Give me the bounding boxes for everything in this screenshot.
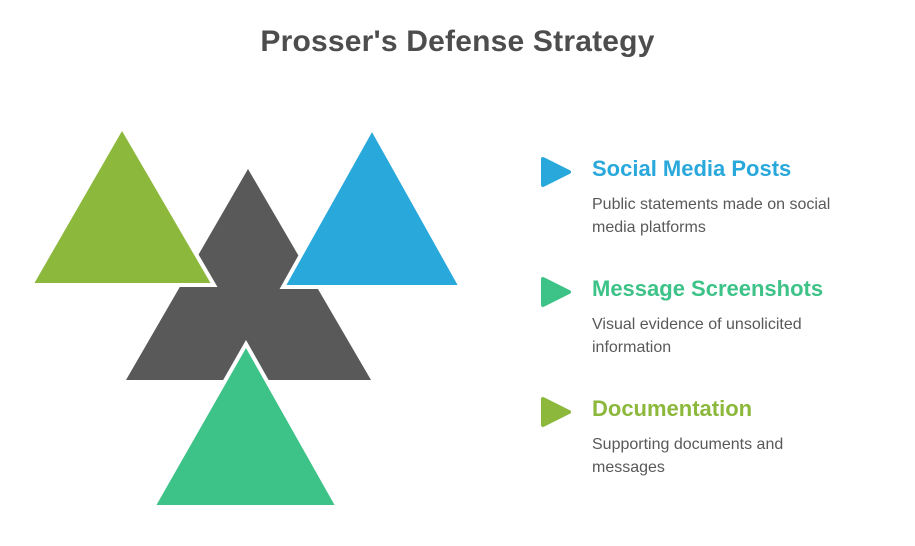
legend-item-documentation: Documentation Supporting documents and m…: [540, 394, 847, 479]
center-triangle-shape: [126, 169, 371, 380]
legend-item-message-screenshots: Message Screenshots Visual evidence of u…: [540, 274, 847, 359]
page-title: Prosser's Defense Strategy: [260, 25, 655, 58]
message-screenshots-triangle-shape: [149, 339, 342, 509]
right-arrow-icon: [541, 157, 571, 187]
legend-item-label: Documentation: [592, 396, 753, 421]
legend-item-label: Message Screenshots: [592, 276, 824, 301]
legend-item-description: Public statements made on social media p…: [592, 196, 831, 236]
legend-item-social-media-posts: Social Media Posts Public statements mad…: [540, 154, 847, 239]
legend-item-description: Visual evidence of unsolicited informati…: [592, 316, 802, 356]
triangle-diagram: [27, 123, 465, 509]
documentation-triangle-shape: [27, 123, 218, 287]
right-arrow-icon: [541, 397, 571, 427]
legend-item-text: Documentation Supporting documents and m…: [592, 394, 847, 479]
social-media-posts-triangle-shape: [279, 123, 465, 289]
legend-item-label: Social Media Posts: [592, 156, 792, 181]
right-arrow-icon: [541, 277, 571, 307]
legend-item-text: Message Screenshots Visual evidence of u…: [592, 274, 847, 359]
legend-item-description: Supporting documents and messages: [592, 436, 784, 476]
legend-item-text: Social Media Posts Public statements mad…: [592, 154, 847, 239]
